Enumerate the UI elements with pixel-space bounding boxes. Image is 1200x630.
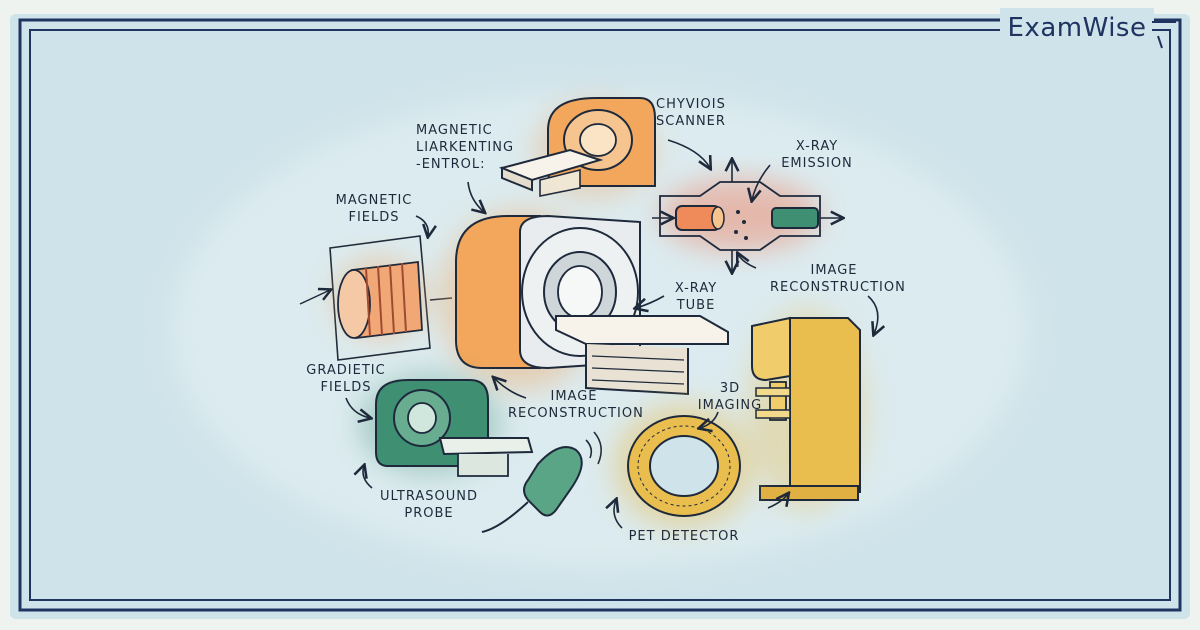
label-magnetic-liarkenting: MAGNETIC LIARKENTING -ENTROL: [416, 123, 515, 172]
label-image-reconstruction-right: IMAGE RECONSTRUCTION [770, 263, 906, 295]
brand-logo: ExamWise [1007, 13, 1147, 43]
label-ultrasound-probe: ULTRASOUND PROBE [379, 489, 479, 521]
outer-frame [18, 18, 1182, 612]
magnetic-coil-illustration [299, 235, 453, 361]
annotation-arrows [345, 139, 878, 529]
label-pet-detector: PET DETECTOR [628, 529, 740, 544]
ct-scanner-top-illustration [498, 97, 656, 198]
label-xray-tube: X-RAY TUBE [674, 281, 718, 313]
brand-flourish [1152, 21, 1176, 49]
mammography-unit-illustration [748, 310, 864, 510]
brand-frame-gap [1000, 8, 1154, 44]
mri-machine-illustration [440, 210, 729, 396]
xray-emission-illustration [652, 160, 842, 272]
inner-frame [29, 29, 1171, 601]
ct-scanner-green-illustration [360, 374, 534, 477]
ultrasound-probe-illustration [481, 431, 602, 533]
label-image-reconstruction-center: IMAGE RECONSTRUCTION [508, 389, 644, 421]
pet-detector-illustration [614, 404, 754, 528]
label-xray-emission: X-RAY EMISSION [781, 139, 853, 171]
label-chyviois-scanner: CHYVIOIS SCANNER [656, 97, 726, 129]
label-gradietic-fields: GRADIETIC FIELDS [306, 363, 386, 395]
label-3d-imaging: 3D IMAGING [697, 381, 763, 413]
label-magnetic-fields: MAGNETIC FIELDS [335, 193, 413, 225]
